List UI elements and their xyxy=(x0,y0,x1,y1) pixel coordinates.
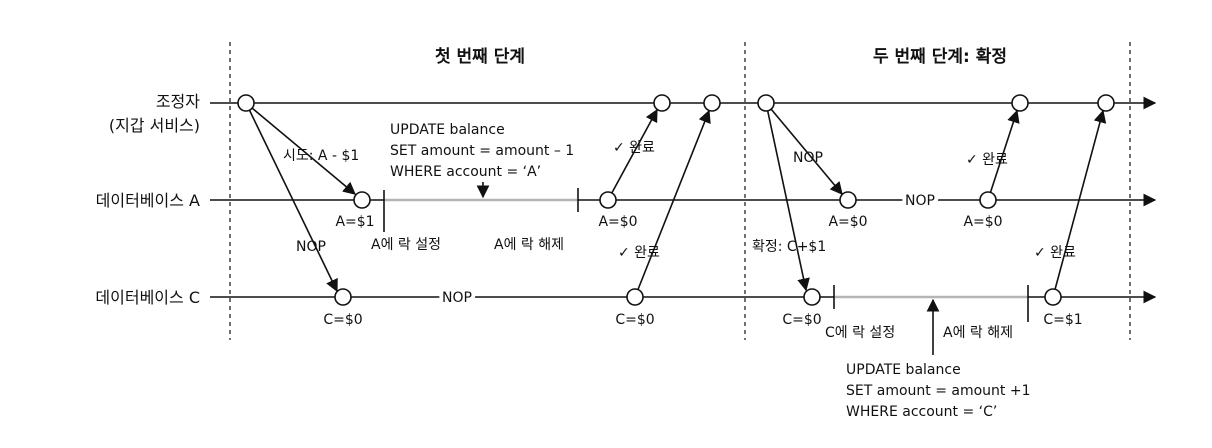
coordinator-commit-ack-c-node xyxy=(1097,94,1115,112)
lock-release-a-label: A에 락 해제 xyxy=(494,237,564,253)
phase1-header: 첫 번째 단계 xyxy=(435,46,525,67)
a-value-after-commit: A=$0 xyxy=(963,214,1002,230)
coordinator-ack-a-node xyxy=(653,94,671,112)
coordinator-commit-node xyxy=(757,94,775,112)
a-value-after-attempt: A=$1 xyxy=(335,214,374,230)
db-a-prepare-node xyxy=(353,191,371,209)
c-value-after-nop: C=$0 xyxy=(323,312,362,328)
coordinator-start-node xyxy=(237,94,255,112)
sql-c-line2: SET amount = amount +1 xyxy=(846,383,1031,399)
db-c-done-node xyxy=(626,288,644,306)
ok-from-c-arrow xyxy=(634,109,711,298)
a-value-after-nop: A=$0 xyxy=(828,214,867,230)
nop-to-c-label: NOP xyxy=(296,239,326,255)
phase2-ok-from-c-arrow xyxy=(1052,109,1107,298)
db-c-lane-label: 데이터베이스 C xyxy=(95,288,200,307)
coordinator-commit-ack-a-node xyxy=(1011,94,1029,112)
ok-from-a-label: ✓ 완료 xyxy=(613,140,655,156)
db-a-done-node xyxy=(599,191,617,209)
ok-from-c-label: ✓ 완료 xyxy=(618,245,660,261)
coordinator-lane-sublabel: (지갑 서비스) xyxy=(109,116,200,135)
nop-to-a-label: NOP xyxy=(793,150,823,166)
nop-to-c-arrow xyxy=(245,102,338,293)
nop-to-a-arrow xyxy=(765,102,843,195)
db-a-lane-label: 데이터베이스 A xyxy=(96,191,200,210)
c-value-after-done: C=$0 xyxy=(615,312,654,328)
sql-c-line1: UPDATE balance xyxy=(846,362,961,378)
c-value-after-commit: C=$1 xyxy=(1043,312,1082,328)
c-value-before-commit: C=$0 xyxy=(782,312,821,328)
phase2-header: 두 번째 단계: 확정 xyxy=(873,47,1007,67)
db-c-nop-node xyxy=(334,288,352,306)
nop-c-row-label: NOP xyxy=(442,290,472,306)
sql-a-line1: UPDATE balance xyxy=(390,122,505,138)
coordinator-ack-c-node xyxy=(703,94,721,112)
lock-set-c-label: C에 락 설정 xyxy=(825,325,895,341)
db-a-nop-node xyxy=(839,191,857,209)
lock-set-a-label: A에 락 설정 xyxy=(371,237,441,253)
db-a-commit-node xyxy=(979,191,997,209)
phase2-ok-from-c-label: ✓ 완료 xyxy=(1034,245,1076,261)
sql-a-line2: SET amount = amount – 1 xyxy=(390,143,574,159)
confirm-label: 확정: C+$1 xyxy=(752,239,826,255)
db-c-final-node xyxy=(1044,288,1062,306)
confirm-arrow xyxy=(765,102,810,292)
coordinator-lane-label: 조정자 xyxy=(156,92,200,111)
nop-a-row-label: NOP xyxy=(905,193,935,209)
lock-release-c-label: A에 락 해제 xyxy=(943,325,1013,341)
sql-c-line3: WHERE account = ‘C’ xyxy=(846,404,997,420)
db-c-commit-node xyxy=(803,288,821,306)
attempt-arrow xyxy=(245,102,356,195)
attempt-label: 시도: A - $1 xyxy=(283,148,359,164)
sql-a-line3: WHERE account = ‘A’ xyxy=(390,164,541,180)
phase2-ok-from-a-arrow xyxy=(987,109,1020,201)
a-value-after-done: A=$0 xyxy=(598,214,637,230)
phase2-ok-from-a-label: ✓ 완료 xyxy=(966,152,1008,168)
ok-from-a-arrow xyxy=(607,108,658,201)
